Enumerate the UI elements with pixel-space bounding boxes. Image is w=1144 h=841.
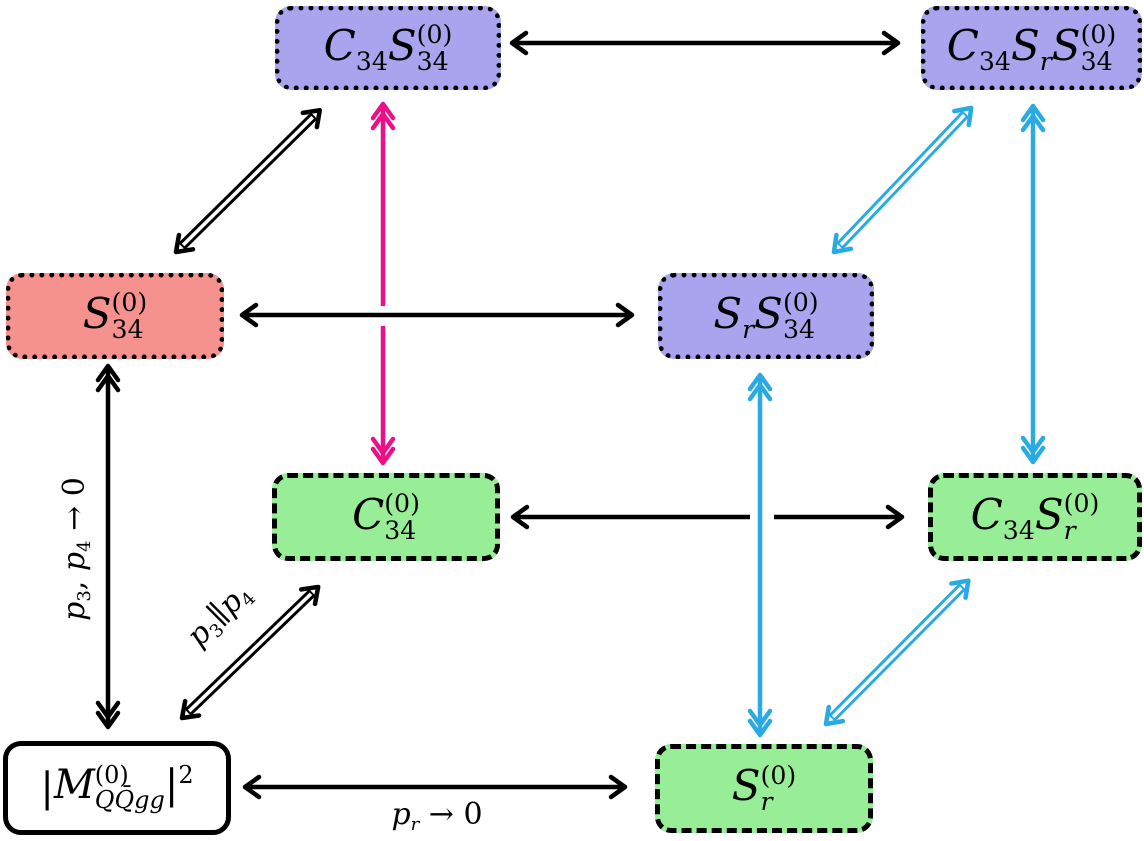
- edge-srs34--sr: [750, 375, 770, 735]
- edge-c34s34--c34srs34: [512, 33, 898, 53]
- edge-s34--c34s34: [169, 103, 327, 259]
- edge-matrix--sr: [245, 777, 625, 797]
- node-matrix-element: |M(0)QQ̄gg|2: [3, 741, 231, 835]
- edge-s34--matrix: [98, 366, 118, 727]
- edge-label-p34-limit: p 3, p 4 → 0: [57, 477, 96, 621]
- node-s34: S(0)34: [6, 273, 224, 359]
- node-sr: S(0)r: [655, 744, 873, 833]
- edge-c34s34--c34: [373, 104, 393, 463]
- edge-label-pr-limit: p r → 0: [391, 797, 483, 836]
- edge-c34--c34sr: [513, 507, 902, 527]
- edge-c34srs34--c34sr: [1023, 106, 1043, 462]
- edge-label-p3-parallel-p4: p 3∥p 4: [180, 584, 261, 654]
- edge-sr--c34sr: [819, 574, 976, 731]
- edge-s34--srs34: [242, 305, 632, 325]
- edge-srs34--c34srs34: [827, 101, 979, 259]
- node-c34: C(0)34: [272, 473, 500, 561]
